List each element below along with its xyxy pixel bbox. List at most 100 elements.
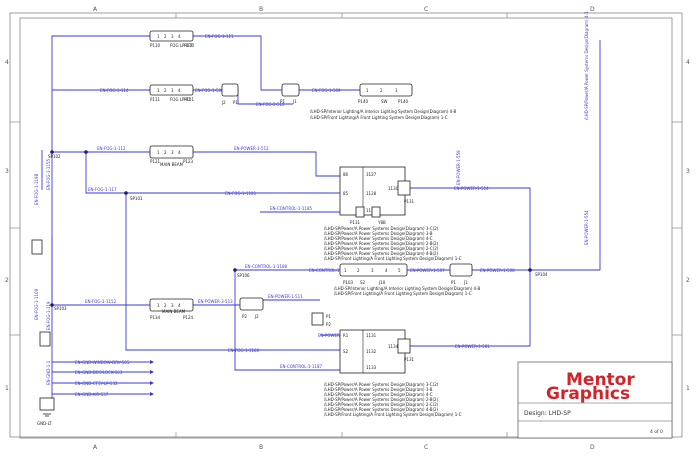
relay-1[interactable]: 86 3127 85 1128 1129 1130 P131 P131 Y8B	[339, 166, 415, 225]
connector-right[interactable]: P1 J1	[449, 263, 473, 285]
svg-text:4: 4	[178, 150, 181, 155]
svg-text:J1: J1	[463, 280, 468, 285]
wire-label: EN-FOG-1-1101	[225, 191, 257, 196]
svg-text:3: 3	[371, 268, 374, 273]
splice-label: SP103	[54, 306, 67, 311]
wire	[193, 35, 282, 91]
svg-text:/LHD-SP/Front Lighting/A Front: /LHD-SP/Front Lighting/A Front Lighting …	[310, 115, 448, 120]
svg-text:2: 2	[164, 34, 167, 39]
svg-text:MAIN BEAM: MAIN BEAM	[160, 162, 184, 167]
wire-label: EN-POWER-1-512	[234, 146, 269, 151]
wire-label: EN-FOG-1-509	[312, 88, 341, 93]
svg-text:P2: P2	[326, 322, 331, 327]
svg-text:1134: 1134	[388, 344, 399, 349]
note-block-3: /LHD-SP/Interior Lighting/A Interior Lig…	[334, 286, 481, 296]
splice-label: SP102	[48, 154, 61, 159]
wire-label: EN-FOG-1-112	[97, 146, 126, 151]
wire-label: EN-CONTROL-1-1185	[270, 206, 312, 211]
svg-text:J2: J2	[254, 314, 259, 319]
wire-label: EN-GND-AIR-537	[75, 392, 109, 397]
wire-label: EN-POWER-1-559	[456, 150, 461, 185]
wire-label: EN-CONTROL-1-1188	[245, 264, 287, 269]
col-label: D	[590, 444, 595, 451]
connector-j3[interactable]: P2 J2	[239, 297, 264, 319]
svg-text:/LHD-SP/Front Lighting/A Front: /LHD-SP/Front Lighting/A Front Lighting …	[334, 291, 472, 296]
col-label: C	[424, 444, 428, 451]
svg-text:4: 4	[178, 303, 181, 308]
svg-text:FOG LP-RT: FOG LP-RT	[170, 97, 191, 102]
wire	[405, 270, 531, 347]
splice-dot	[50, 303, 54, 307]
svg-text:2: 2	[164, 303, 167, 308]
wire-label: EN-FOG-1-1155	[46, 158, 51, 190]
svg-text:P110: P110	[184, 43, 195, 48]
svg-text:3: 3	[395, 88, 398, 93]
left-connector[interactable]	[31, 239, 51, 347]
svg-text:S2: S2	[343, 349, 349, 354]
svg-text:P1: P1	[326, 314, 331, 319]
svg-text:P123: P123	[183, 159, 194, 164]
svg-text:2: 2	[164, 88, 167, 93]
svg-text:/LHD-SP/Front Lighting/A Front: /LHD-SP/Front Lighting/A Front Lighting …	[324, 256, 462, 261]
svg-text:/LHD-SP/Power/A Power Systems: /LHD-SP/Power/A Power Systems Design(Dia…	[324, 407, 439, 412]
svg-text:/LHD-SP/Power/A Power Systems: /LHD-SP/Power/A Power Systems Design(Dia…	[324, 236, 433, 241]
svg-text:GND-LT: GND-LT	[37, 421, 52, 426]
svg-text:J1: J1	[292, 99, 297, 104]
svg-text:1: 1	[344, 268, 347, 273]
svg-text:3127: 3127	[366, 172, 377, 177]
note-block-4: /LHD-SP/Power/A Power Systems Design(Dia…	[324, 382, 462, 417]
svg-text:4: 4	[385, 268, 388, 273]
svg-text:2: 2	[380, 88, 383, 93]
row-label: 2	[686, 277, 690, 284]
design-name: Design: LHD-SP	[524, 410, 571, 417]
wire-label: EN-POWER-1-507	[410, 268, 445, 273]
note-block-2: /LHD-SP/Power/A Power Systems Design(Dia…	[324, 226, 462, 261]
connector-j1[interactable]: J2 P1	[221, 83, 238, 105]
svg-text:1130: 1130	[388, 186, 399, 191]
switch[interactable]: P1 P2	[311, 312, 331, 327]
svg-text:S2: S2	[360, 280, 366, 285]
svg-text:2: 2	[164, 150, 167, 155]
row-label: 1	[686, 385, 690, 392]
col-label: B	[259, 444, 263, 451]
svg-text:/LHD-SP/Power/A Power Systems: /LHD-SP/Power/A Power Systems Design(Dia…	[324, 251, 439, 256]
svg-text:P140: P140	[398, 99, 409, 104]
wires	[41, 35, 601, 400]
svg-text:FOG LP-LFT: FOG LP-LFT	[170, 43, 193, 48]
svg-text:3: 3	[171, 150, 174, 155]
relay-2[interactable]: R1 1131 S2 1132 1133 1134 P131	[339, 329, 415, 374]
svg-text:P124: P124	[183, 315, 194, 320]
svg-text:86: 86	[343, 172, 349, 177]
wire-label: EN-FOG-1-111	[205, 34, 234, 39]
svg-text:4: 4	[178, 34, 181, 39]
svg-text:/LHD-SP/Interior Lighting/A In: /LHD-SP/Interior Lighting/A Interior Lig…	[310, 109, 457, 114]
svg-text:1133: 1133	[366, 365, 377, 370]
splice-dot	[84, 150, 88, 154]
svg-text:5: 5	[398, 268, 401, 273]
col-label: C	[424, 6, 428, 13]
wire-label: EN-POWER-1-554	[584, 210, 589, 245]
svg-text:1132: 1132	[366, 349, 377, 354]
svg-text:1: 1	[157, 150, 160, 155]
wire-label: EN-FOG-1-1198	[34, 173, 39, 205]
svg-text:R1: R1	[343, 333, 349, 338]
splice-dot	[528, 268, 532, 272]
wire-label: EN-FOG-1-1109	[34, 288, 39, 320]
svg-text:Y8B: Y8B	[377, 220, 386, 225]
row-label: 1	[5, 385, 9, 392]
svg-text:4: 4	[178, 88, 181, 93]
splice-label: SP106	[237, 273, 250, 278]
title-block: Mentor Graphics Design: LHD-SP 4 of 0	[517, 361, 673, 439]
svg-text:1129: 1129	[366, 208, 377, 213]
svg-text:1: 1	[366, 88, 369, 93]
grid-labels: A B C D A B C D 4 3 2 1 4 3 2 1	[5, 6, 690, 451]
connector-j2[interactable]: P1 J1	[280, 83, 300, 104]
row-label: 4	[5, 59, 9, 66]
